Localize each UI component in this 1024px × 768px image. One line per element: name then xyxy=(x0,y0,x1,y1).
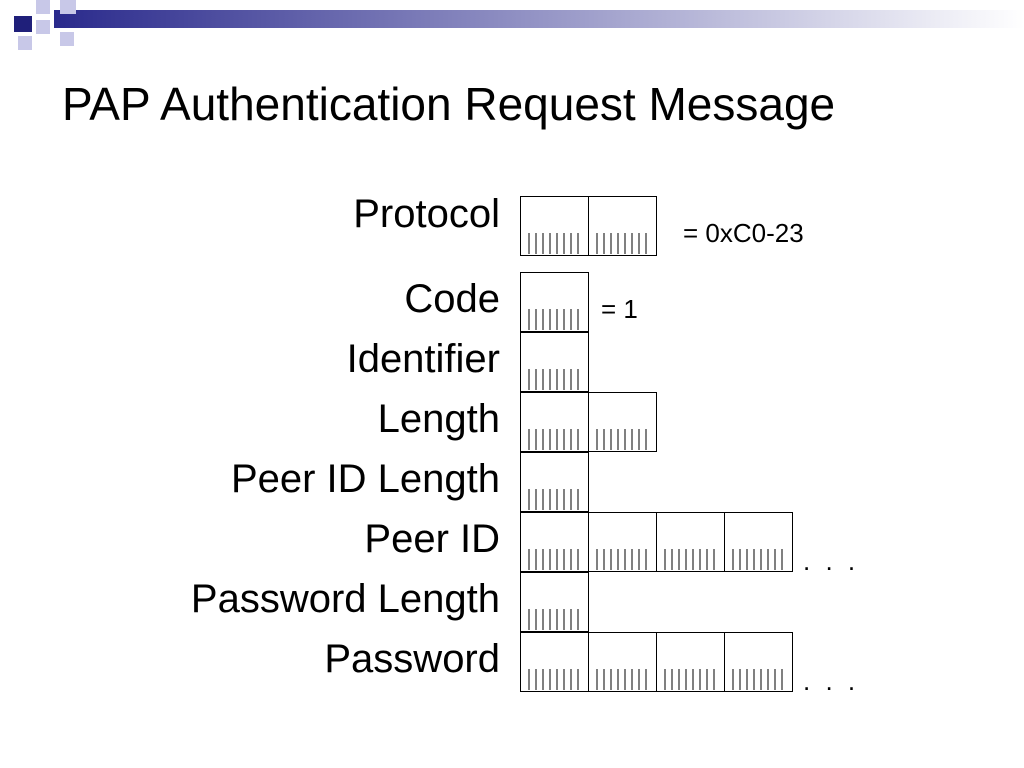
bit-ticks xyxy=(596,669,647,690)
dark-square xyxy=(14,16,32,32)
byte-cell xyxy=(520,392,589,452)
bit-ticks xyxy=(528,489,579,510)
bit-ticks xyxy=(528,669,579,690)
field-label: Protocol xyxy=(353,192,500,236)
byte-cell xyxy=(520,332,589,392)
light-square xyxy=(60,32,74,46)
corner-decoration xyxy=(14,0,1024,50)
bit-ticks xyxy=(528,309,579,330)
slide-title: PAP Authentication Request Message xyxy=(62,78,836,130)
light-square xyxy=(60,0,76,14)
continuation-dots: . . . xyxy=(803,666,860,696)
bit-ticks xyxy=(528,369,579,390)
light-square xyxy=(36,20,50,34)
light-square xyxy=(36,0,50,14)
header-gradient-bar xyxy=(54,10,1024,28)
byte-cell xyxy=(724,512,793,572)
byte-cell xyxy=(520,572,589,632)
byte-cell xyxy=(588,632,657,692)
byte-cell xyxy=(724,632,793,692)
field-label: Code xyxy=(404,277,500,321)
continuation-dots: . . . xyxy=(803,546,860,576)
bit-ticks xyxy=(596,233,647,254)
byte-cell xyxy=(656,512,725,572)
byte-cell xyxy=(588,196,657,256)
field-value-note: = 0xC0-23 xyxy=(683,218,804,248)
byte-cell xyxy=(520,196,589,256)
byte-cell xyxy=(588,512,657,572)
byte-cell xyxy=(588,392,657,452)
byte-cell xyxy=(520,632,589,692)
field-label: Password Length xyxy=(190,577,500,621)
bit-ticks xyxy=(664,549,715,570)
bit-ticks xyxy=(664,669,715,690)
byte-cell xyxy=(520,512,589,572)
byte-cell xyxy=(656,632,725,692)
field-label: Length xyxy=(377,397,500,441)
bit-ticks xyxy=(732,669,783,690)
field-value-note: = 1 xyxy=(601,294,638,324)
field-label: Password xyxy=(324,637,500,681)
field-label: Peer ID xyxy=(364,517,500,561)
bit-ticks xyxy=(732,549,783,570)
bit-ticks xyxy=(528,609,579,630)
bit-ticks xyxy=(596,429,647,450)
field-label: Peer ID Length xyxy=(230,457,500,501)
bit-ticks xyxy=(528,429,579,450)
bit-ticks xyxy=(528,549,579,570)
light-square xyxy=(18,36,32,50)
byte-cell xyxy=(520,452,589,512)
bit-ticks xyxy=(596,549,647,570)
byte-cell xyxy=(520,272,589,332)
bit-ticks xyxy=(528,233,579,254)
field-label: Identifier xyxy=(346,337,500,381)
